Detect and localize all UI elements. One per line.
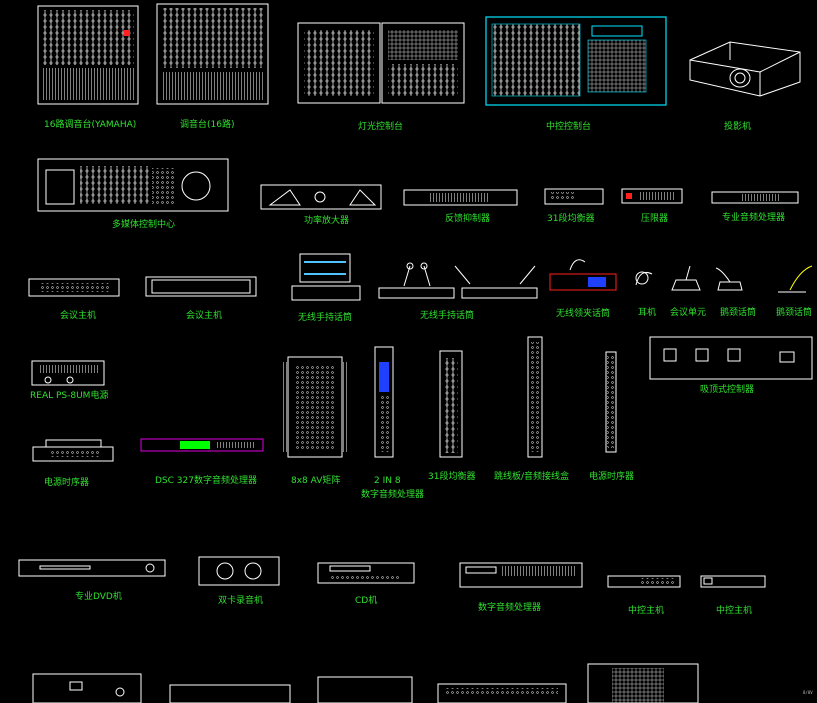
label-equalizer-31: 31段均衡器 [547, 214, 595, 224]
cd-player-drawing [317, 562, 415, 584]
label-lighting-console: 灯光控制台 [358, 122, 404, 132]
label-cd-player: CD机 [355, 596, 378, 606]
dvd-player-drawing [18, 559, 166, 577]
label-wireless-mic-receiver: 无线手持话筒 [298, 313, 353, 323]
label-dsc-processor: DSC 327数字音频处理器 [155, 476, 257, 486]
label-central-host: 中控主机 [628, 606, 665, 616]
eq-31-vertical-drawing [439, 350, 463, 458]
label-matrix-8x8: 8x8 AV矩阵 [291, 476, 341, 486]
label-dsp-2in8-sub: 数字音频处理器 [361, 490, 425, 500]
conference-unit-drawing [671, 265, 701, 291]
patch-panel-drawing [527, 336, 543, 458]
label-power-timer: 电源时序器 [44, 478, 90, 488]
wireless-lavalier-drawing [549, 259, 617, 291]
label-yamaha-mixer: 16路调音台(YAMAHA) [44, 120, 137, 130]
label-ceiling-controller: 吸顶式控制器 [700, 385, 755, 395]
label-conference-host-2: 会议主机 [186, 311, 223, 321]
label-mixer-16: 调音台(16路) [180, 120, 235, 130]
label-compressor: 压限器 [641, 214, 669, 224]
feedback-suppressor-drawing [403, 189, 518, 206]
conference-host-2-drawing [145, 276, 257, 297]
label-gooseneck-mic-2: 鹅颈话筒 [776, 308, 813, 318]
audio-processor-2-drawing [459, 562, 583, 588]
label-central-console: 中控控制台 [546, 122, 592, 132]
label-power-sequencer: 电源时序器 [589, 472, 635, 482]
central-console-drawing [485, 16, 667, 106]
wireless-mic-dual-drawing [378, 262, 538, 299]
corner-mark: 8/0V [803, 690, 813, 695]
audio-processor-drawing [711, 191, 799, 204]
label-feedback-suppressor: 反馈抑制器 [445, 214, 491, 224]
label-power-amplifier: 功率放大器 [304, 216, 350, 226]
label-wireless-mic-dual: 无线手持话筒 [420, 311, 475, 321]
projector-drawing [689, 41, 801, 97]
dsc-processor-drawing [140, 438, 264, 452]
tape-deck-drawing [198, 556, 280, 586]
real-ps-8um-drawing [31, 360, 105, 386]
label-wireless-lavalier: 无线领夹话筒 [556, 309, 611, 319]
wireless-mic-receiver-drawing [291, 253, 361, 301]
label-projector: 投影机 [724, 122, 752, 132]
label-conference-unit: 会议单元 [670, 308, 707, 318]
label-central-host-2: 中控主机 [716, 606, 753, 616]
conference-host-1-drawing [28, 278, 120, 297]
equalizer-31-drawing [544, 188, 604, 205]
label-real-ps-8um: REAL PS-8UM电源 [30, 391, 109, 401]
mixer-16-drawing [156, 3, 269, 105]
matrix-8x8-drawing [282, 356, 348, 458]
power-amplifier-drawing [260, 184, 382, 210]
power-sequencer-drawing [605, 351, 617, 453]
label-conference-host-1: 会议主机 [60, 311, 97, 321]
yamaha-mixer-drawing [37, 5, 139, 105]
label-dsp-2in8: 2 IN 8 [374, 476, 401, 486]
gooseneck-mic-2-drawing [778, 265, 813, 293]
label-dvd-player: 专业DVD机 [75, 592, 122, 602]
label-multimedia-control: 多媒体控制中心 [112, 220, 176, 230]
lighting-console-drawing [297, 22, 465, 104]
label-gooseneck-mic: 鹅颈话筒 [720, 308, 757, 318]
label-audio-processor-2: 数字音频处理器 [478, 603, 542, 613]
label-eq-31-vertical: 31段均衡器 [428, 472, 476, 482]
central-host-2-drawing [700, 575, 766, 588]
headset-drawing [635, 271, 653, 286]
label-patch-panel: 跳线板/音频接线盒 [494, 472, 570, 482]
ceiling-controller-drawing [649, 336, 813, 380]
label-tape-deck: 双卡录音机 [218, 596, 264, 606]
multimedia-control-drawing [37, 158, 229, 212]
central-host-drawing [607, 575, 681, 588]
dsp-2in8-drawing [374, 346, 394, 458]
gooseneck-mic-drawing [715, 267, 743, 291]
bottom-row-devices-drawing [32, 663, 699, 703]
compressor-drawing [621, 188, 683, 204]
label-audio-processor: 专业音频处理器 [722, 213, 786, 223]
label-headset: 耳机 [638, 308, 657, 318]
power-timer-drawing [32, 439, 114, 462]
